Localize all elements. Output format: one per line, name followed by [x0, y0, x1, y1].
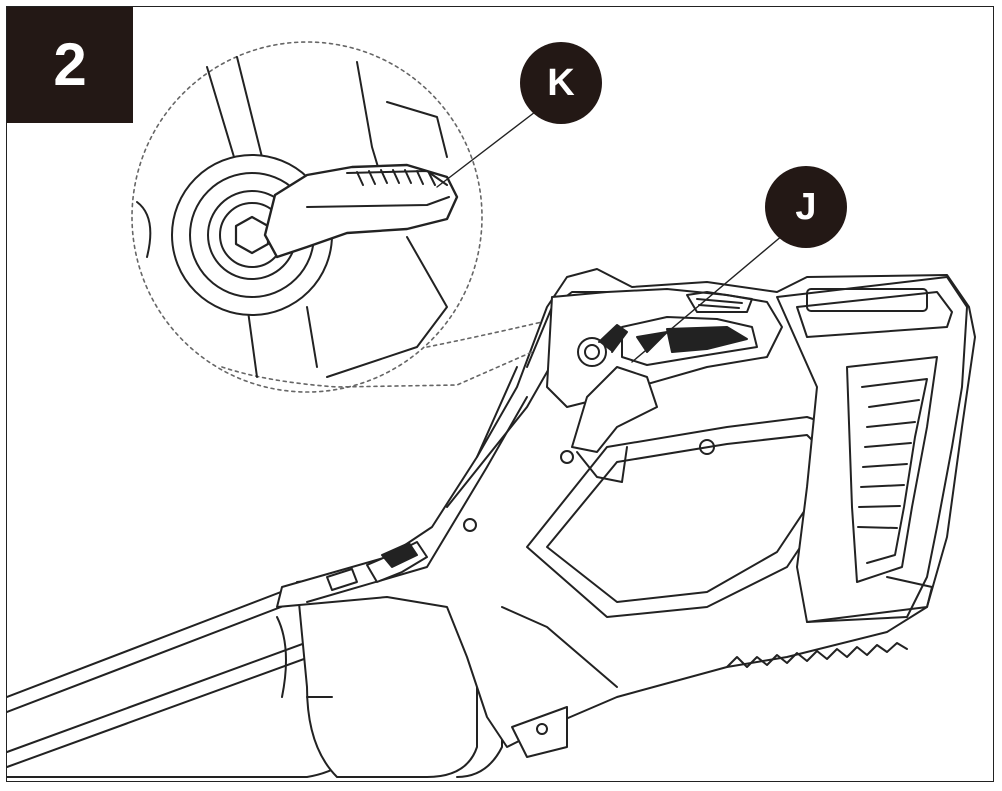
callout-k: K — [520, 42, 602, 124]
callout-k-label: K — [547, 61, 575, 104]
step-number: 2 — [53, 31, 87, 98]
figure-frame: 2 K J — [6, 6, 994, 782]
leader-lines — [436, 111, 784, 363]
blower-illustration — [7, 41, 976, 778]
detail-zoom — [131, 41, 543, 393]
callout-j: J — [765, 166, 847, 248]
battery-pack — [726, 276, 968, 668]
callout-j-label: J — [795, 185, 817, 228]
step-number-badge: 2 — [7, 7, 133, 123]
handle-top — [326, 288, 783, 591]
